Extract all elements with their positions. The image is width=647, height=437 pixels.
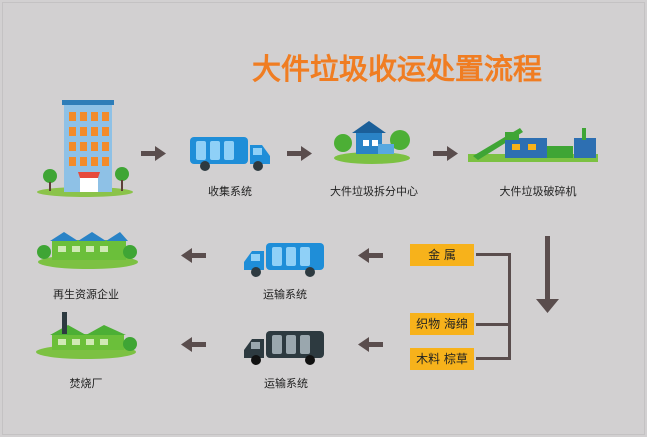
residential-building-icon [37,100,133,197]
materials-bracket [476,253,511,360]
dismantling-center-icon [334,121,410,164]
transport-truck-top-icon [244,243,324,277]
arrow-transport-to-recycling [181,248,206,263]
label-transport-top: 运输系统 [263,288,307,301]
flow-arrows [141,146,559,360]
transport-truck-bottom-icon [244,331,324,365]
tag-wood-palm: 木料 棕草 [410,348,474,370]
label-dismantling-center: 大件垃圾拆分中心 [330,185,418,198]
arrow-materials-to-transport [358,337,383,352]
tag-metal: 金 属 [410,244,474,266]
recycling-factory-icon [37,232,138,269]
arrow-building-to-collect [141,146,166,161]
arrow-dismantle-to-crusher [433,146,458,161]
label-transport-bottom: 运输系统 [264,377,308,390]
diagram-title: 大件垃圾收运处置流程 [252,52,543,86]
incinerator-plant-icon [36,312,137,359]
arrow-crusher-down [536,236,559,313]
crusher-machine-icon [468,128,598,162]
label-collection-system: 收集系统 [208,185,252,198]
label-incinerator: 焚烧厂 [69,377,103,390]
collection-truck-icon [190,137,270,171]
arrow-transport-to-incinerator [181,337,206,352]
label-crusher: 大件垃圾破碎机 [499,185,577,198]
arrow-collect-to-dismantle [287,146,312,161]
label-recycling-enterprise: 再生资源企业 [53,288,119,301]
arrow-metal-to-transport [358,248,383,263]
tag-fabric-sponge: 织物 海绵 [410,313,474,335]
